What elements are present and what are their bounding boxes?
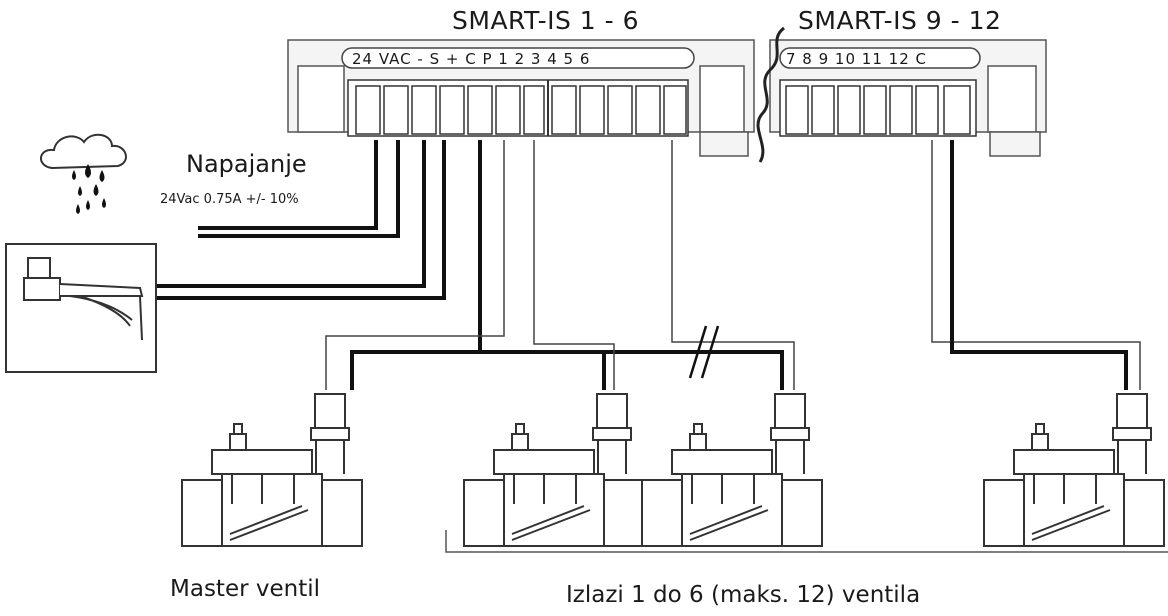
rain-cloud-icon: [40, 133, 127, 214]
controller-main-module: [287, 39, 755, 157]
module-main-title: SMART-IS 1 - 6: [452, 6, 640, 35]
controller-extension-module: [756, 26, 1047, 163]
outputs-bracket: [445, 530, 1168, 553]
master-valve-caption: Master ventil: [170, 576, 320, 602]
solenoid-valve-icon: [463, 393, 645, 547]
main-terminal-labels: 24 VAC - S + C P 1 2 3 4 5 6: [352, 50, 591, 68]
power-title: Napajanje: [186, 150, 307, 178]
outputs-caption: Izlazi 1 do 6 (maks. 12) ventila: [566, 582, 921, 608]
wiring: [156, 140, 1141, 390]
rain-sensor-icon: [5, 243, 157, 373]
module-ext-title: SMART-IS 9 - 12: [798, 6, 1002, 35]
solenoid-valve-icon: [641, 393, 823, 547]
solenoid-valve-icon: [983, 393, 1165, 547]
power-spec: 24Vac 0.75A +/- 10%: [160, 192, 299, 207]
ext-terminal-labels: 7 8 9 10 11 12 C: [786, 50, 927, 68]
solenoid-valve-icon: [181, 393, 363, 547]
